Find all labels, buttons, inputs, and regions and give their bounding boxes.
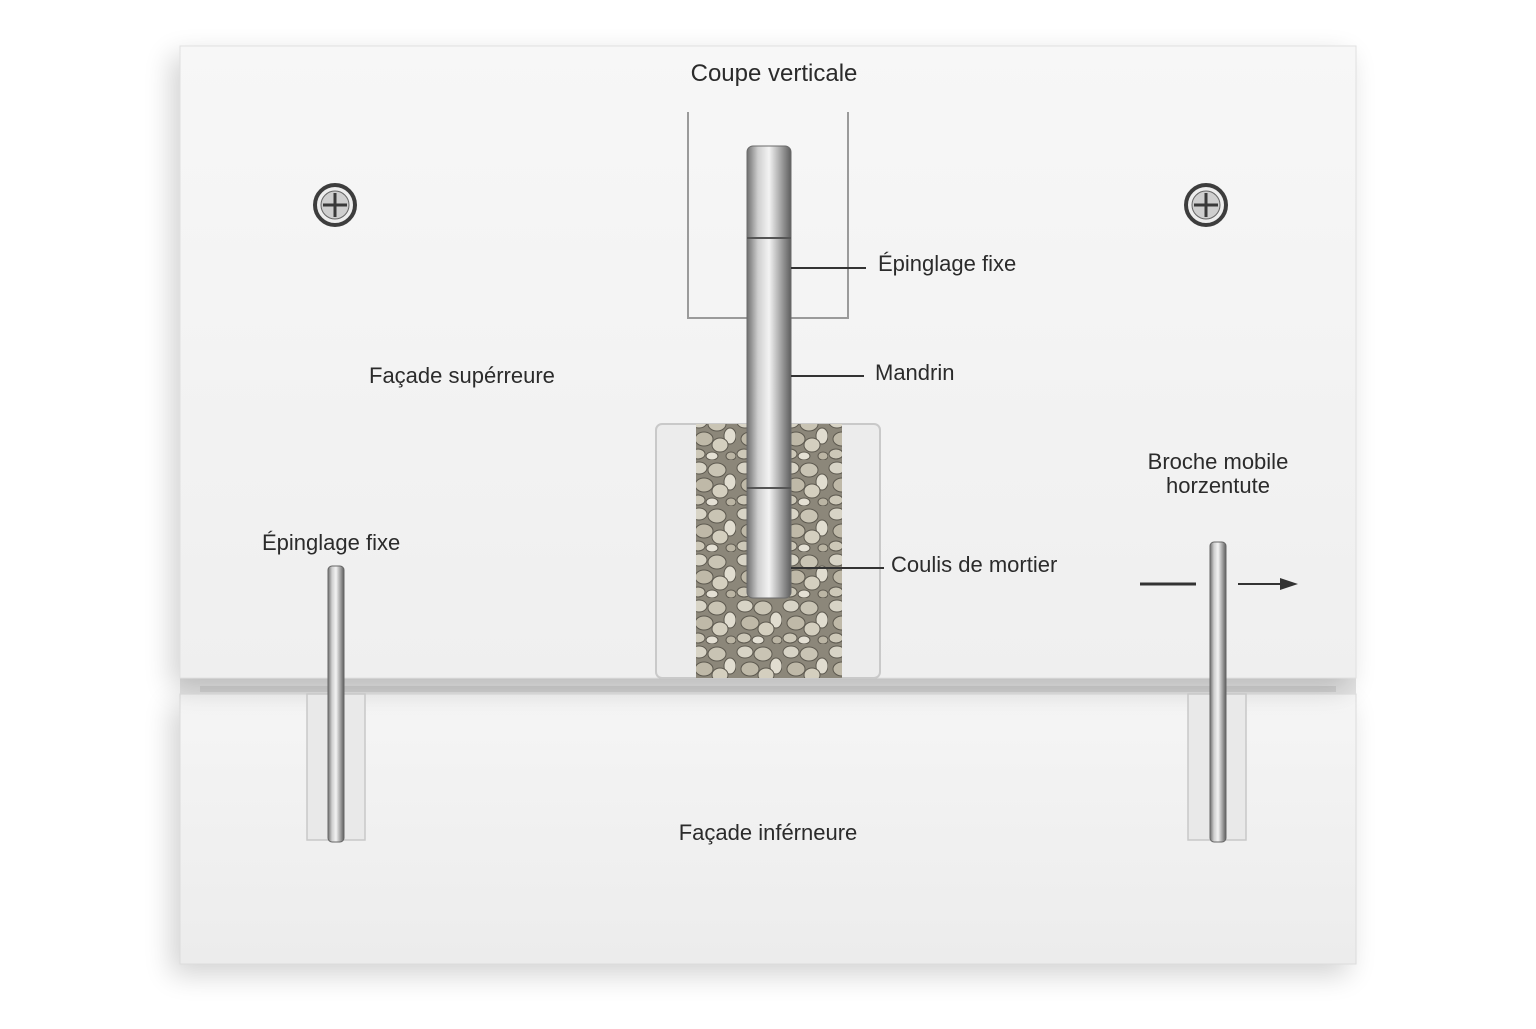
callout-fixed-pin-left: Épinglage fixe (262, 530, 401, 555)
diagram-title: Coupe verticale (690, 60, 858, 87)
callout-mobile-pin: Broche mobile horzentute (1147, 449, 1289, 498)
lower-panel-label: Façade inférneure (678, 820, 858, 845)
lower-facade-panel (179, 693, 1357, 965)
mandrel (746, 145, 792, 599)
leader-lines (791, 267, 884, 569)
arrow-right-icon (1140, 578, 1298, 590)
screw-head-icon (313, 183, 357, 227)
screw-head-icon (1184, 183, 1228, 227)
callout-mandrel: Mandrin (875, 360, 955, 385)
upper-panel-label: Façade supérreure (369, 363, 555, 388)
callout-fixed-pin-top: Épinglage fixe (878, 251, 1017, 276)
right-mobile-pin (1187, 541, 1247, 843)
left-fixed-pin (306, 565, 366, 843)
callout-grout: Coulis de mortier (891, 552, 1058, 577)
